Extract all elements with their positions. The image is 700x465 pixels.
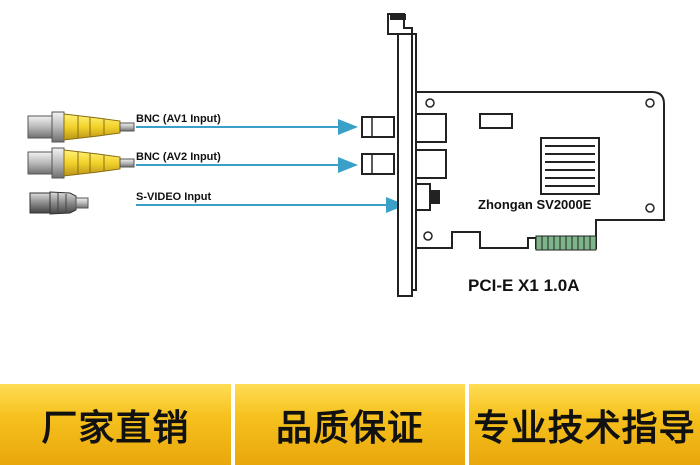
bnc-av1-label: BNC (AV1 Input) — [136, 113, 221, 125]
card-name-label: Zhongan SV2000E — [478, 197, 592, 212]
card-bnc-port-1 — [361, 116, 395, 138]
promo-banner-3-text: 专业技术指导 — [473, 407, 696, 449]
svideo-label: S-VIDEO Input — [136, 191, 212, 203]
bnc-av2-label: BNC (AV2 Input) — [136, 151, 221, 163]
bnc-av2-connector-icon — [27, 147, 135, 179]
pcie-gold-fingers — [535, 235, 597, 251]
slot-type-label: PCI-E X1 1.0A — [468, 276, 580, 295]
card-bnc-port-2 — [361, 153, 395, 175]
capture-card-diagram: BNC (AV1 Input) BNC (AV2 Input) S-VIDEO … — [27, 13, 665, 297]
promo-banner-1-text: 厂家直销 — [41, 407, 190, 449]
card-small-chip — [479, 113, 513, 129]
promo-banner-2: 品质保证 — [234, 384, 466, 465]
promo-footer: 厂家直销 品质保证 专业技术指导 — [0, 384, 700, 465]
bnc-av1-connector-icon — [27, 111, 135, 143]
promo-banner-3: 专业技术指导 — [469, 384, 700, 465]
card-main-chip — [540, 137, 600, 195]
svideo-connector-icon — [29, 191, 89, 215]
promo-banner-1: 厂家直销 — [0, 384, 231, 465]
promo-banner-2-text: 品质保证 — [276, 407, 425, 449]
